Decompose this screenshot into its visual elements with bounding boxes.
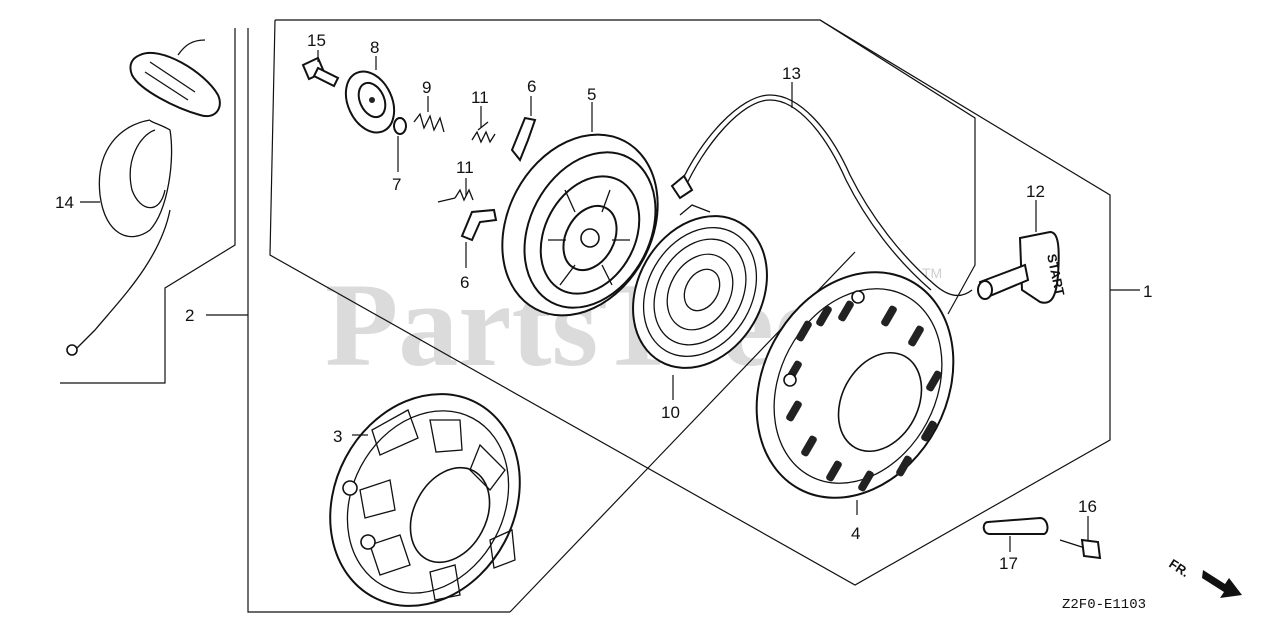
callout-1: 1 [1143, 282, 1152, 301]
callout-10: 10 [661, 403, 680, 422]
part-6-ratchet-lower [460, 208, 498, 242]
callout-13: 13 [782, 64, 801, 83]
callout-17: 17 [999, 554, 1018, 573]
callout-6-lower: 6 [460, 273, 469, 292]
callout-9: 9 [422, 78, 431, 97]
part-12-starter-grip: START [977, 230, 1068, 304]
watermark-tm: TM [922, 265, 942, 281]
part-4-starter-case [755, 271, 955, 499]
part-11-spring-upper [471, 121, 496, 144]
part-11-spring-lower [437, 188, 474, 203]
assembly-outline-2 [60, 28, 510, 613]
part-13-starter-rope [670, 94, 973, 297]
part-8-friction-plate [344, 70, 396, 134]
callout-2: 2 [185, 306, 194, 325]
part-3-cover [329, 393, 521, 607]
callout-6-upper: 6 [527, 77, 536, 96]
callout-12: 12 [1026, 182, 1045, 201]
callout-16: 16 [1078, 497, 1097, 516]
part-17-collar [982, 516, 1049, 535]
callout-3: 3 [333, 427, 342, 446]
callout-15: 15 [307, 31, 326, 50]
direction-arrow-icon [1202, 570, 1242, 598]
callout-11-upper: 11 [471, 88, 489, 107]
part-5-reel [501, 133, 659, 317]
part-9-spring [413, 112, 445, 133]
direction-label: FR. [1166, 556, 1192, 580]
part-7-washer [393, 117, 407, 135]
callout-8: 8 [370, 38, 379, 57]
part-10-recoil-spring [632, 204, 768, 369]
part-14-spare-pull-handle [66, 39, 221, 356]
callout-4: 4 [851, 524, 860, 543]
callouts: 1 2 3 4 5 6 6 7 8 9 10 11 11 12 13 14 15… [55, 31, 1152, 573]
part-15-bolt [301, 56, 340, 88]
leader-lines [80, 50, 1140, 552]
part-6-ratchet-upper [510, 116, 537, 162]
callout-11-lower: 11 [456, 158, 474, 177]
front-direction-indicator: FR. [1166, 556, 1242, 598]
callout-7: 7 [392, 175, 401, 194]
callout-5: 5 [587, 85, 596, 104]
figure-code: Z2F0-E1103 [1062, 597, 1146, 613]
part-16-flange-bolt [1059, 538, 1102, 560]
callout-14: 14 [55, 193, 74, 212]
